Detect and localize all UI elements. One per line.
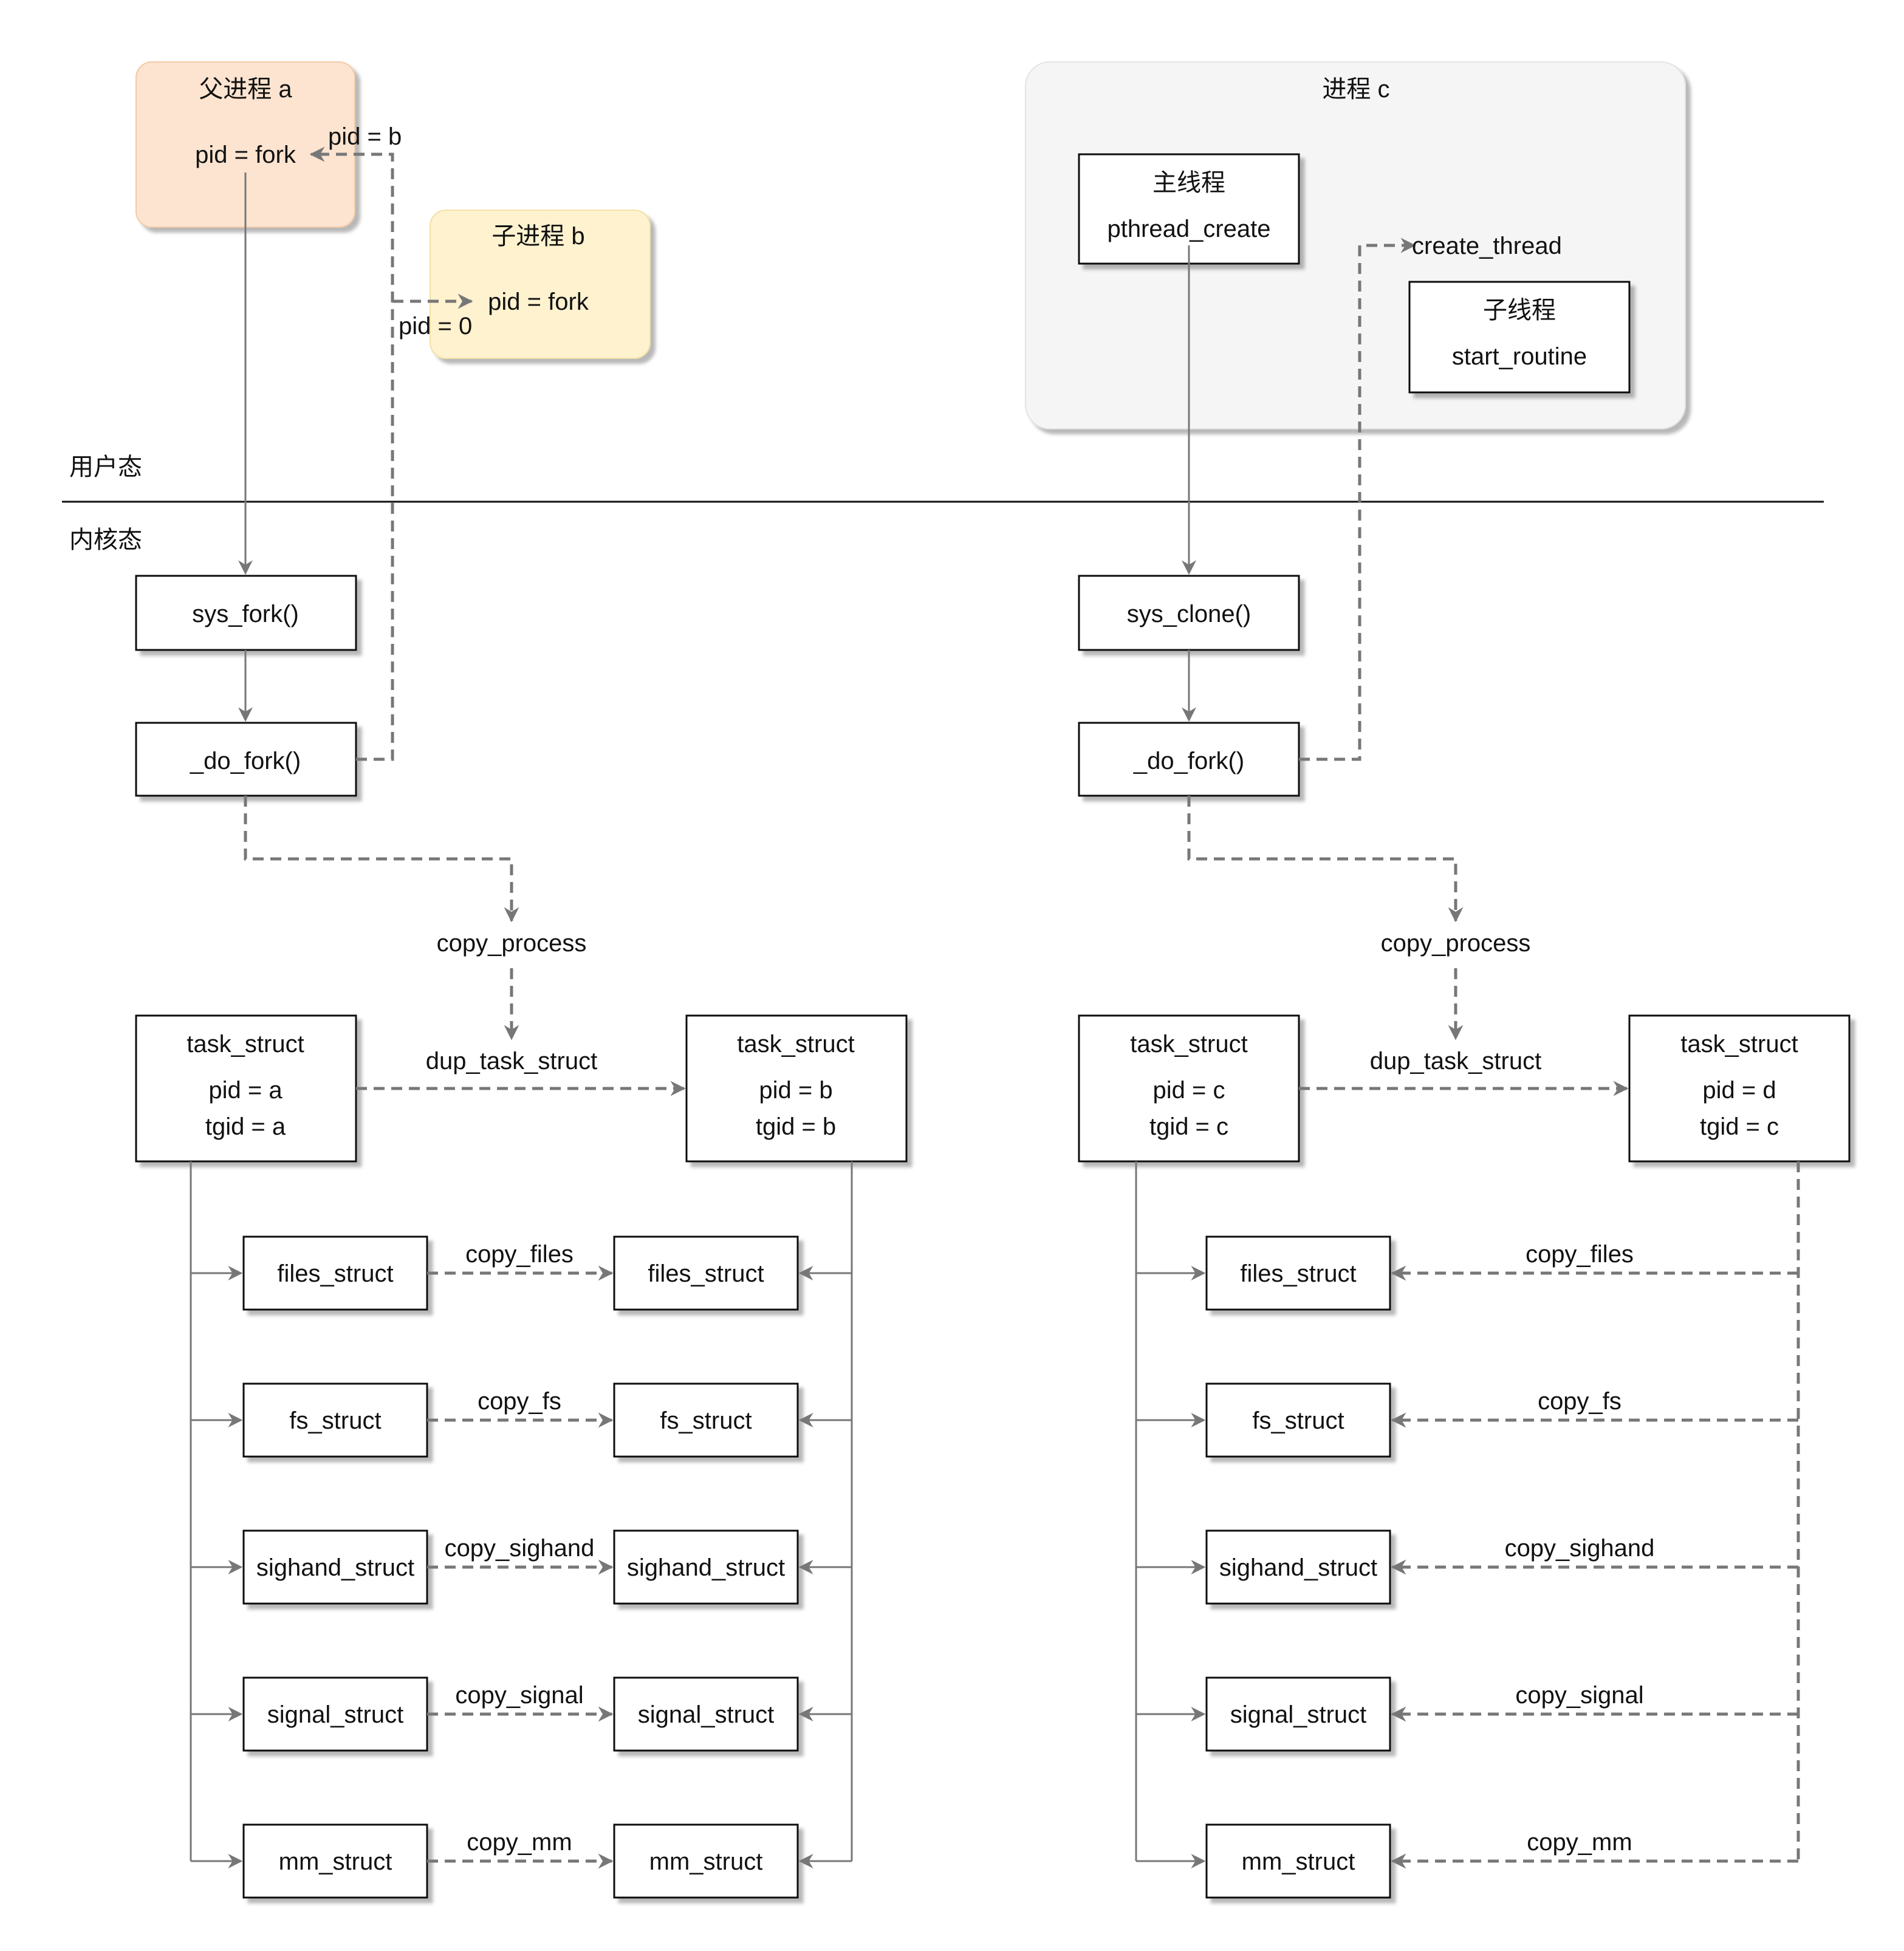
sys-clone-box: sys_clone() — [1078, 575, 1300, 651]
right-shared-files_struct-label: files_struct — [1240, 1260, 1356, 1287]
left-parent-files_struct-label: files_struct — [277, 1260, 393, 1287]
do-fork-right-label: _do_fork() — [1133, 748, 1244, 774]
sub-thread-box: 子线程 start_routine — [1408, 281, 1631, 394]
sys-clone-label: sys_clone() — [1127, 601, 1252, 627]
task-d-pid: pid = d — [1702, 1077, 1776, 1104]
right-shared-signal_struct-box — [1205, 1676, 1391, 1752]
left-parent-mm_struct-box — [242, 1823, 428, 1899]
right-shared-files_struct-box — [1205, 1235, 1391, 1311]
task-struct-b: task_struct pid = b tgid = b — [685, 1014, 908, 1163]
start-routine-label: start_routine — [1452, 343, 1587, 370]
left-parent-signal_struct-label: signal_struct — [267, 1701, 404, 1728]
create-thread-label: create_thread — [1412, 233, 1562, 259]
child-process-title: 子进程 b — [491, 223, 584, 250]
task-b-title: task_struct — [737, 1031, 854, 1058]
sub-thread-label: 子线程 — [1483, 297, 1556, 324]
do-fork-right-box: _do_fork() — [1078, 722, 1300, 797]
left-child-mm_struct-label: mm_struct — [649, 1848, 763, 1875]
parent-process-title: 父进程 a — [199, 76, 292, 103]
copy_files-right-label: copy_files — [1526, 1241, 1634, 1268]
left-child-fs_struct-label: fs_struct — [660, 1407, 752, 1434]
task-d-tgid: tgid = c — [1700, 1113, 1779, 1140]
left-child-signal_struct-box — [613, 1676, 799, 1752]
pthread-create-label: pthread_create — [1107, 216, 1270, 242]
user-space-label: 用户态 — [69, 454, 142, 480]
copy-process-left-label: copy_process — [437, 930, 587, 957]
copy_fs-right-label: copy_fs — [1538, 1388, 1621, 1415]
right-shared-sighand_struct-box — [1205, 1529, 1391, 1605]
left-parent-sighand_struct-label: sighand_struct — [256, 1554, 414, 1581]
left-child-fs_struct-box — [613, 1382, 799, 1458]
task-b-pid: pid = b — [759, 1077, 832, 1104]
right-shared-mm_struct-label: mm_struct — [1242, 1848, 1355, 1875]
copy_mm-left-label: copy_mm — [467, 1829, 572, 1856]
pid-0-label: pid = 0 — [399, 313, 472, 340]
left-child-signal_struct-label: signal_struct — [638, 1701, 775, 1728]
right-shared-mm_struct-box — [1205, 1823, 1391, 1899]
left-child-files_struct-label: files_struct — [648, 1260, 764, 1287]
copy_sighand-right-label: copy_sighand — [1505, 1535, 1655, 1562]
sys-fork-box: sys_fork() — [135, 575, 357, 651]
child-pid-fork: pid = fork — [488, 289, 589, 315]
left-child-sighand_struct-label: sighand_struct — [627, 1554, 785, 1581]
right-shared-sighand_struct-label: sighand_struct — [1219, 1554, 1377, 1581]
copy_signal-right-label: copy_signal — [1515, 1682, 1643, 1709]
task-c-pid: pid = c — [1153, 1077, 1225, 1104]
task-a-pid: pid = a — [208, 1077, 283, 1104]
dup-task-struct-right-label: dup_task_struct — [1370, 1048, 1541, 1075]
left-child-mm_struct-box — [613, 1823, 799, 1899]
sys-fork-label: sys_fork() — [192, 601, 299, 627]
left-parent-sighand_struct-box — [242, 1529, 428, 1605]
task-d-title: task_struct — [1680, 1031, 1798, 1058]
do-fork-left-label: _do_fork() — [190, 748, 301, 774]
task-a-tgid: tgid = a — [205, 1113, 286, 1140]
process-c: 进程 c 主线程 pthread_create 子线程 start_routin… — [1025, 61, 1686, 429]
task-a-title: task_struct — [187, 1031, 304, 1058]
process-c-title: 进程 c — [1322, 76, 1389, 103]
right-shared-fs_struct-label: fs_struct — [1252, 1407, 1344, 1434]
arrow-do-fork-to-copy-process-right — [1187, 796, 1464, 923]
task-b-tgid: tgid = b — [756, 1113, 836, 1140]
copy_mm-right-label: copy_mm — [1527, 1829, 1632, 1856]
right-shared-fs_struct-box — [1205, 1382, 1391, 1458]
main-thread-label: 主线程 — [1152, 169, 1225, 196]
copy_files-left-label: copy_files — [465, 1241, 574, 1268]
do-fork-left-box: _do_fork() — [135, 722, 357, 797]
return-pid-b-arrow — [309, 146, 394, 761]
left-parent-files_struct-box — [242, 1235, 428, 1311]
create-thread-arrow — [1299, 237, 1416, 761]
kernel-space-label: 内核态 — [69, 527, 142, 553]
dup-task-struct-left-label: dup_task_struct — [426, 1048, 597, 1075]
copy_fs-left-label: copy_fs — [478, 1388, 561, 1415]
struct-rows: files_struct copy_files files_struct files_… — [190, 1161, 1800, 1899]
pid-b-label: pid = b — [328, 123, 402, 150]
task-struct-d: task_struct pid = d tgid = c — [1628, 1014, 1851, 1163]
left-child-sighand_struct-box — [613, 1529, 799, 1605]
left-parent-fs_struct-label: fs_struct — [289, 1407, 381, 1434]
left-parent-fs_struct-box — [242, 1382, 428, 1458]
arrow-do-fork-to-copy-process-left — [244, 796, 519, 923]
task-c-title: task_struct — [1130, 1031, 1247, 1058]
copy_sighand-left-label: copy_sighand — [445, 1535, 595, 1562]
right-shared-signal_struct-label: signal_struct — [1230, 1701, 1367, 1728]
left-parent-mm_struct-label: mm_struct — [279, 1848, 392, 1875]
task-c-tgid: tgid = c — [1149, 1113, 1228, 1140]
task-struct-c: task_struct pid = c tgid = c — [1078, 1014, 1300, 1163]
left-parent-signal_struct-box — [242, 1676, 428, 1752]
child-process-b: 子进程 b pid = fork — [430, 210, 651, 359]
parent-process-a: 父进程 a pid = fork — [135, 61, 355, 228]
parent-pid-fork: pid = fork — [195, 142, 296, 168]
task-struct-a: task_struct pid = a tgid = a — [135, 1014, 357, 1163]
left-child-files_struct-box — [613, 1235, 799, 1311]
copy-process-right-label: copy_process — [1381, 930, 1531, 957]
copy_signal-left-label: copy_signal — [455, 1682, 583, 1709]
